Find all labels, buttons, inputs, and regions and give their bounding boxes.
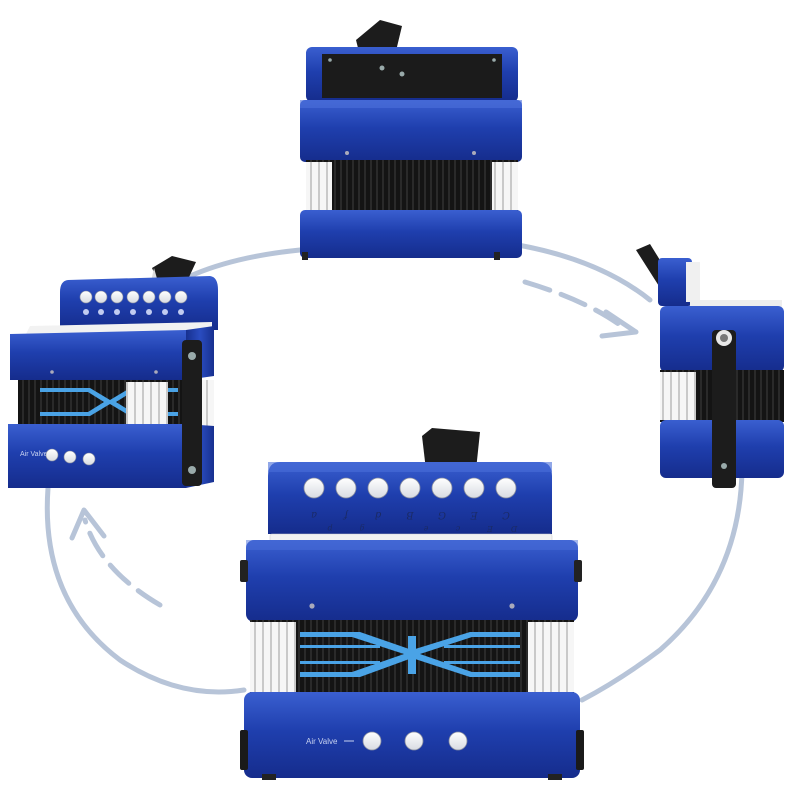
treble-keys: [303, 477, 517, 499]
angled-treble-keys: [79, 290, 188, 304]
air-valve-label: Air Valve: [306, 737, 338, 746]
bass-row-label: c: [455, 524, 460, 533]
rotation-arrow-icon: [522, 279, 623, 328]
bass-row-label: e: [423, 524, 428, 533]
treble-key-labels: a f d B G E C: [311, 509, 510, 520]
treble-key: [431, 477, 453, 499]
treble-key: [495, 477, 517, 499]
bass-row-label: g: [359, 524, 364, 533]
bass-row-label: p: [327, 524, 332, 533]
bass-row-label: E: [487, 524, 494, 533]
arc-top-right: [515, 242, 653, 303]
accordion-angled-view: Air Valve: [8, 256, 218, 488]
treble-key: [399, 477, 421, 499]
bellows-pattern: [300, 632, 520, 677]
angled-air-valve-label: Air Valve: [20, 451, 48, 458]
bass-button: [404, 731, 424, 751]
treble-key-label: C: [502, 509, 510, 520]
accordion-back-view: [300, 20, 522, 260]
treble-key-label: G: [438, 509, 446, 520]
treble-key-label: f: [342, 509, 349, 520]
bass-button: [448, 731, 468, 751]
treble-key: [367, 477, 389, 499]
bass-row-label: D: [510, 524, 518, 533]
treble-key-label: d: [375, 509, 381, 520]
treble-key-label: a: [311, 509, 317, 520]
air-valve-button: [362, 731, 382, 751]
treble-key-label: B: [406, 509, 414, 520]
bass-row-labels: p g e c E D: [327, 524, 518, 533]
rotation-arrow-icon: [82, 517, 163, 608]
arc-left: [44, 485, 247, 695]
arc-right: [579, 467, 745, 703]
bass-buttons: [362, 731, 468, 751]
angled-bass-buttons: [45, 448, 96, 466]
accordion-side-view: [636, 244, 784, 488]
treble-key: [303, 477, 325, 499]
rotation-arrows: [44, 242, 745, 703]
treble-key: [335, 477, 357, 499]
treble-key-label: E: [470, 509, 479, 520]
accordion-front-view: a f d B G E C p g e c E D: [240, 428, 584, 780]
treble-key: [463, 477, 485, 499]
